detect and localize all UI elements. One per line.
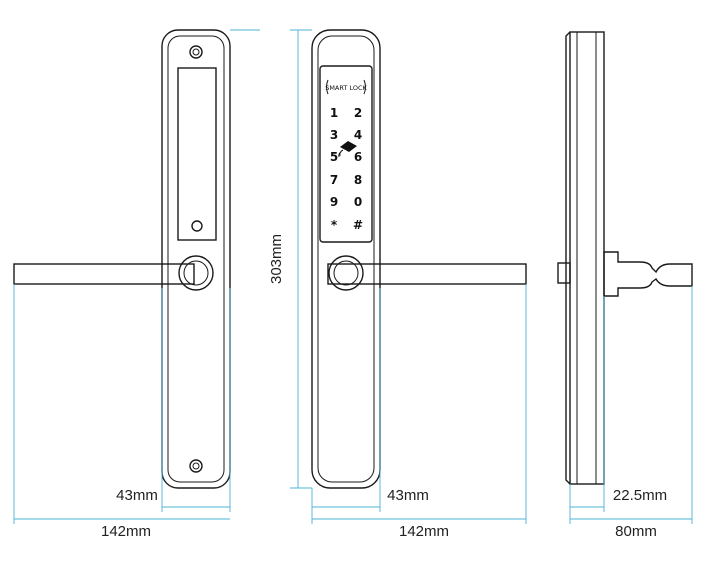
side-plate-depth-label: 22.5mm [613,487,667,504]
front-handle-width-label: 142mm [399,523,449,540]
back-screw-bottom [189,459,203,473]
left-plate-width-label: 43mm [116,487,158,504]
key-2[interactable]: 2 [354,106,362,120]
back-plate-inner [167,35,225,483]
back-screw-top [189,45,203,59]
dimension-lines [13,29,693,524]
key-7[interactable]: 7 [330,173,338,187]
front-handle-rose [328,255,364,291]
back-view [13,29,231,489]
side-view [557,31,693,485]
back-cover-screw [191,220,203,232]
side-total-depth-label: 80mm [615,523,657,540]
key-1[interactable]: 1 [330,106,338,120]
rfid-card-icon [338,141,357,158]
key-4[interactable]: 4 [354,128,362,142]
height-dimension-label: 303mm [268,234,285,284]
left-handle-width-label: 142mm [101,523,151,540]
back-handle-rose [178,255,214,291]
key-5[interactable]: 5 [330,150,338,164]
brand-label: SMART LOCK [325,84,367,92]
front-plate-inner [317,35,375,483]
key-9[interactable]: 9 [330,195,338,209]
front-plate-outer [311,29,381,489]
front-view: SMART LOCK 1 2 3 4 5 6 7 8 9 0 * # [311,29,527,489]
key-0[interactable]: 0 [354,195,362,209]
keypad-panel [319,65,373,243]
side-handle-profile [603,251,693,297]
key-6[interactable]: 6 [354,150,362,164]
back-handle-lever [13,263,195,285]
side-spindle [557,262,571,284]
key-8[interactable]: 8 [354,173,362,187]
side-plate [569,31,605,485]
key-3[interactable]: 3 [330,128,338,142]
key-hash[interactable]: # [353,218,363,232]
back-battery-cover [177,67,217,241]
front-handle-lever [327,263,527,285]
back-plate-outer [161,29,231,489]
key-star[interactable]: * [331,218,338,232]
front-plate-width-label: 43mm [387,487,429,504]
